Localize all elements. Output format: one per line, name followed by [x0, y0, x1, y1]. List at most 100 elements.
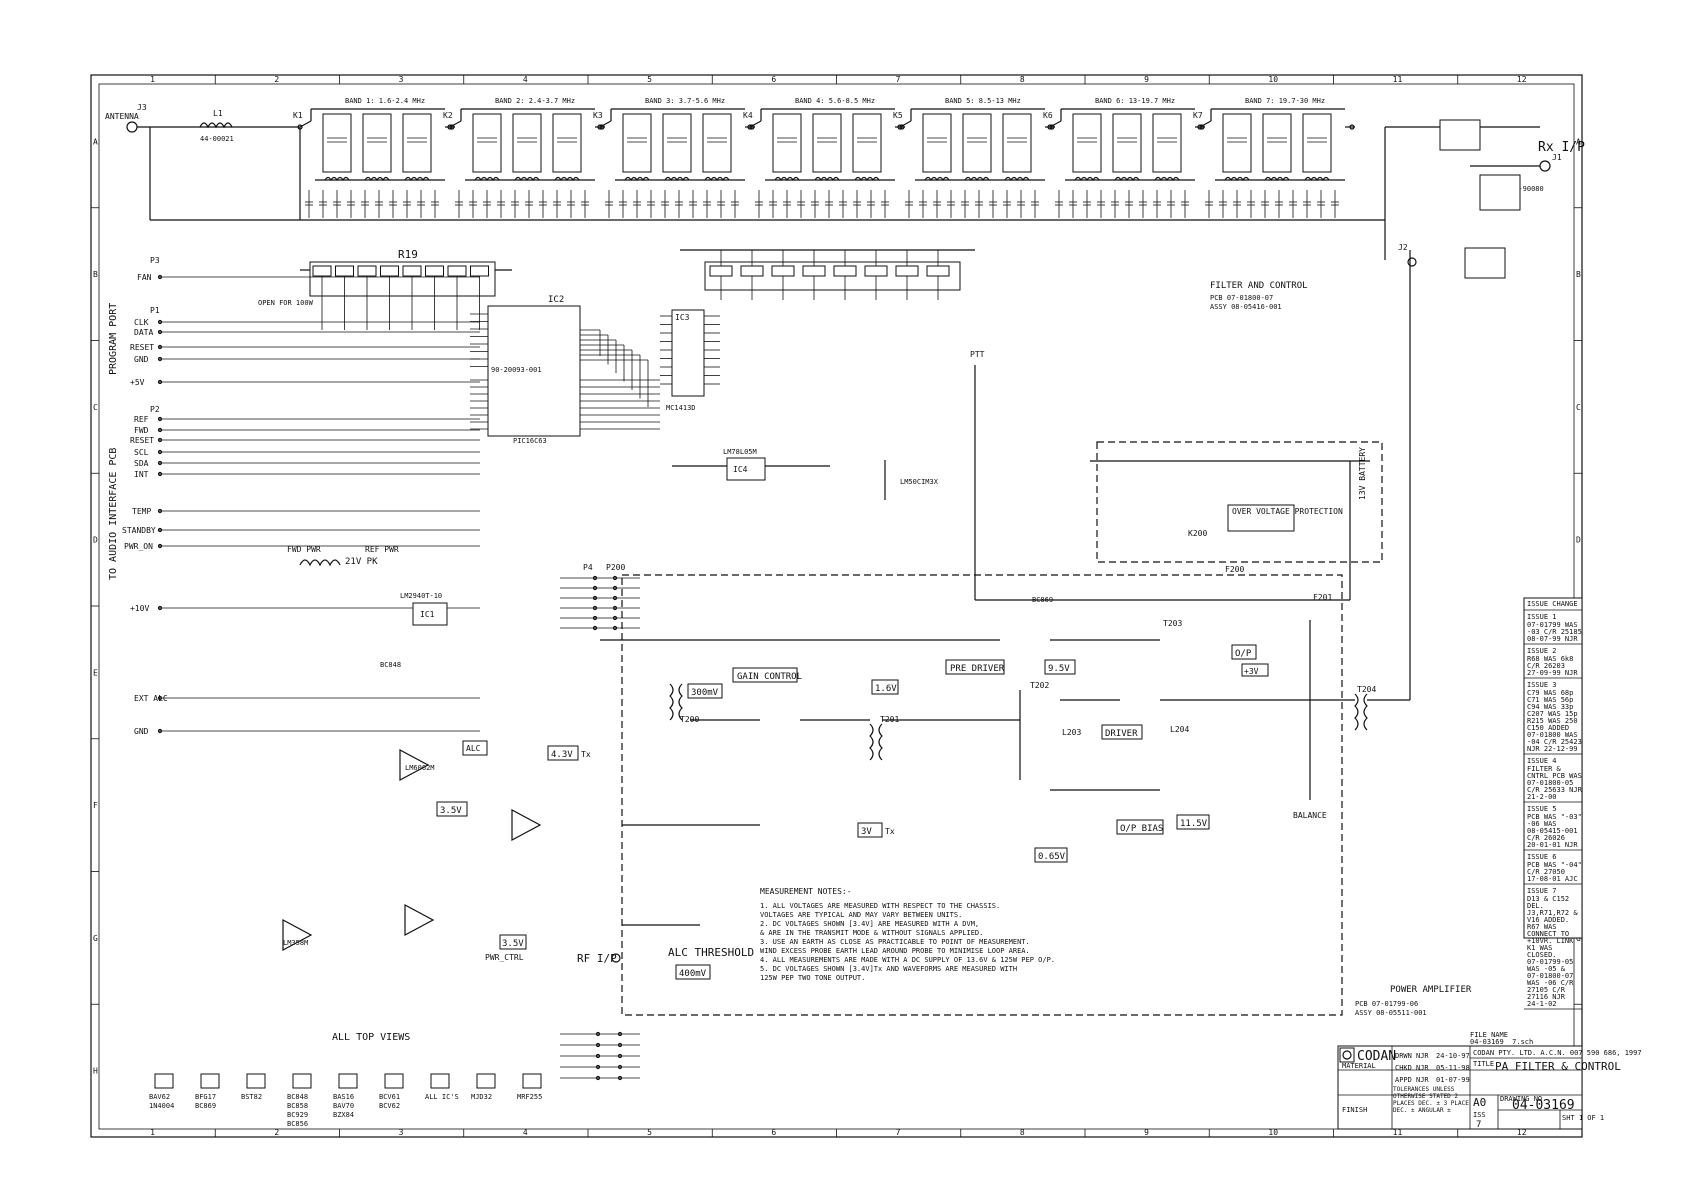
- note-line: VOLTAGES ARE TYPICAL AND MAY VARY BETWEE…: [760, 911, 962, 919]
- meas-3v: 3V: [861, 827, 872, 837]
- issue-text: V16 ADDED.: [1527, 916, 1569, 924]
- grid-col-label: 7: [896, 1128, 901, 1137]
- lm6062m-label: LM6062M: [405, 764, 435, 772]
- band-label: BAND 2: 2.4-3.7 MHz: [495, 97, 575, 105]
- package-outline-icon: [292, 1073, 312, 1089]
- grid-row-label: E: [93, 668, 98, 677]
- connector-pin-icon: [592, 615, 598, 621]
- package-name: BCV61: [379, 1093, 400, 1101]
- package-name: MJD32: [471, 1093, 492, 1101]
- note-line: WIND EXCESS PROBE EARTH LEAD AROUND PROB…: [760, 947, 1030, 955]
- ic4-label: IC4: [733, 465, 748, 474]
- meas-400mv: 400mV: [679, 969, 707, 979]
- issue-text: 27105 C/R: [1527, 986, 1566, 994]
- rx-input-section: Rx I/P J1 43-90080 J2: [1398, 119, 1585, 279]
- connector-pin-icon: [157, 605, 163, 611]
- connector-pin-icon: [595, 1064, 601, 1070]
- pa-stages: GAIN CONTROL PRE DRIVER DRIVER O/P O/P B…: [669, 529, 1376, 835]
- issue-text: R68 WAS 6k8: [1527, 655, 1573, 663]
- r19-resistor: [470, 265, 489, 277]
- issue-text: C94 WAS 33p: [1527, 703, 1573, 711]
- ic3-label: IC3: [675, 313, 690, 322]
- t202-label: T202: [1030, 681, 1049, 690]
- package-outline-icon: [338, 1073, 358, 1089]
- connector-pin-icon: [592, 575, 598, 581]
- grid-col-label: 5: [647, 1128, 652, 1137]
- package-outline-icon: [154, 1073, 174, 1089]
- meas-300mv: 300mV: [691, 688, 719, 698]
- lc-section: [1302, 113, 1332, 173]
- antenna-section: ANTENNA J3 L1 44-00021: [105, 103, 1385, 221]
- connector-pin-icon: [617, 1075, 623, 1081]
- issue-text: PCB WAS "-03": [1527, 813, 1582, 821]
- connector-pin-icon: [612, 615, 618, 621]
- iss-value: 7: [1476, 1120, 1481, 1130]
- meas-11-5v: 11.5V: [1180, 819, 1208, 829]
- t203-label: T203: [1163, 619, 1182, 628]
- band-label: BAND 7: 19.7-30 MHz: [1245, 97, 1325, 105]
- package-name: MRF255: [517, 1093, 542, 1101]
- connector-pin-icon: [157, 527, 163, 533]
- package-sub: BZX84: [333, 1111, 354, 1119]
- issue-text: C71 WAS 56p: [1527, 696, 1573, 704]
- over-voltage-label: OVER VOLTAGE PROTECTION: [1232, 507, 1343, 516]
- connector-pin-icon: [157, 416, 163, 422]
- connector-pin-icon: [157, 543, 163, 549]
- issue-table: ISSUE CHANGE ISSUE 107-01799 WAS-03 C/R 2…: [1523, 597, 1583, 1010]
- t201-transformer-icon: [869, 723, 883, 761]
- grid-row-label: C: [1576, 403, 1581, 412]
- issue-text: 08-05415-001: [1527, 827, 1578, 835]
- ic4-regulator: IC4 LM78L05M LM50CIM3X: [672, 448, 939, 500]
- note-line: 3. USE AN EARTH AS CLOSE AS PRACTICABLE …: [760, 938, 1030, 946]
- issue-text: -06 WAS: [1527, 820, 1557, 828]
- op-bias-label: O/P BIAS: [1120, 824, 1163, 834]
- finish-label: FINISH: [1342, 1106, 1367, 1114]
- package-sub: 1N4004: [149, 1102, 174, 1110]
- issue-text: 07-01799 WAS: [1527, 621, 1578, 629]
- relay-driver-resistor: [709, 265, 733, 277]
- issue-title: ISSUE CHANGE: [1527, 600, 1578, 608]
- issue-title: ISSUE 7: [1527, 887, 1557, 895]
- issue-text: FILTER &: [1527, 765, 1562, 773]
- grid-col-label: 4: [523, 75, 528, 84]
- pa-outline: [621, 574, 1343, 1016]
- ic1-label: IC1: [420, 610, 435, 619]
- issue-text: R67 WAS: [1527, 923, 1557, 931]
- r19-resistor: [380, 265, 399, 277]
- left-connectors: P3 FAN OPEN FOR 100W P1 PROGRAM PORT CLK…: [108, 256, 480, 736]
- package-sub: BC858: [287, 1102, 308, 1110]
- issue-title: ISSUE 1: [1527, 613, 1557, 621]
- fwd-ref-coupler: FWD PWR REF PWR 21V PK: [287, 545, 399, 567]
- ext-alc-label: EXT ALC: [134, 694, 168, 703]
- t200-transformer-icon: [669, 683, 683, 721]
- filter-pcb: PCB 07-01800-07: [1210, 294, 1273, 302]
- issue-title: ISSUE 6: [1527, 853, 1557, 861]
- note-line: & ARE IN THE TRANSMIT MODE & WITHOUT SIG…: [760, 929, 983, 937]
- grid-col-label: 8: [1020, 1128, 1025, 1137]
- measurement-boxes: 300mV 1.6V 9.5V 3.5V 4.3V Tx 3V Tx 0.65V…: [436, 659, 1269, 980]
- issue-text: R215 WAS 250: [1527, 717, 1578, 725]
- connector-pin-icon: [595, 1075, 601, 1081]
- note-line: 4. ALL MEASUREMENTS ARE MADE WITH A DC S…: [760, 956, 1055, 964]
- grid-col-label: 5: [647, 75, 652, 84]
- lc-section: [812, 113, 842, 173]
- fan-label: FAN: [137, 273, 152, 282]
- band-label: BAND 5: 8.5-13 MHz: [945, 97, 1021, 105]
- company-full: CODAN PTY. LTD. A.C.N. 007 590 686, 1997: [1473, 1049, 1642, 1057]
- relay-driver-resistor: [771, 265, 795, 277]
- grid-row-label: B: [1576, 270, 1581, 279]
- material-label: MATERIAL: [1342, 1062, 1376, 1070]
- pa-title: POWER AMPLIFIER: [1390, 985, 1472, 995]
- fwd-label: FWD: [134, 426, 149, 435]
- grid-col-label: 9: [1144, 75, 1149, 84]
- issue-text: -03 C/R 25185: [1527, 628, 1582, 636]
- issue-text: C150 ADDED: [1527, 724, 1569, 732]
- op-amp-ic5c-icon: [511, 808, 542, 842]
- r19-resistor-array: R19: [300, 248, 512, 330]
- drawing-title: PA FILTER & CONTROL: [1495, 1060, 1621, 1073]
- grid-col-label: 3: [399, 1128, 404, 1137]
- iss-label: ISS: [1473, 1111, 1486, 1119]
- issue-title: ISSUE 3: [1527, 681, 1557, 689]
- r19-resistor: [335, 265, 354, 277]
- package-outline-icon: [430, 1073, 450, 1089]
